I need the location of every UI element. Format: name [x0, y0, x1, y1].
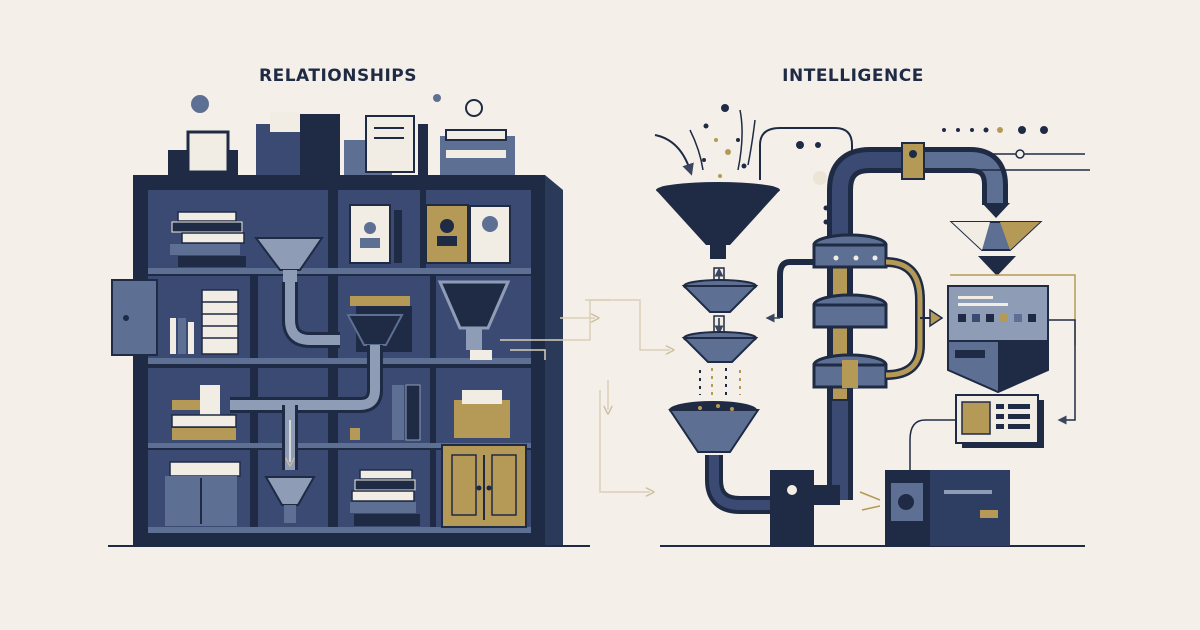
funnel-icon [656, 182, 780, 259]
decorative-dots-left [191, 94, 483, 117]
data-particles [689, 104, 827, 185]
funnel-icon [949, 221, 1043, 276]
funnel-icon [437, 280, 511, 360]
pipe-icon [230, 345, 383, 470]
funnel-icon [681, 279, 759, 313]
data-particles [699, 368, 741, 395]
pipe-icon [705, 455, 814, 546]
machine-icon [859, 470, 1010, 546]
intelligence-label: INTELLIGENCE [782, 66, 924, 86]
document-icon [201, 289, 239, 355]
cabinet [441, 444, 527, 528]
funnel-icon [668, 401, 760, 453]
connector-line [909, 419, 956, 470]
book-stack [170, 211, 246, 267]
connector-line [1048, 319, 1076, 425]
funnel-icon [254, 237, 324, 282]
funnel-icon [264, 476, 316, 523]
input-arrow [654, 134, 694, 176]
data-particles [942, 126, 1090, 171]
profile-card-icon [425, 204, 511, 264]
connector-lines [500, 299, 670, 492]
book-stack [350, 469, 420, 526]
report-card [955, 394, 1044, 448]
dashboard-panel [947, 274, 1076, 394]
data-particles [796, 141, 829, 225]
processing-rings [765, 233, 944, 401]
pipe-icon [282, 282, 340, 348]
storage-box [165, 461, 241, 526]
profile-card-icon [349, 204, 402, 264]
funnel-icon [681, 331, 759, 363]
cabinet-door [111, 279, 158, 356]
top-shelf-items [168, 112, 515, 175]
funnel-icon [346, 314, 404, 346]
pipe-icon [812, 142, 1010, 505]
connector-line [759, 127, 853, 152]
relationships-label: RELATIONSHIPS [259, 66, 417, 86]
bookshelf-icon [111, 112, 563, 545]
document-icon [171, 385, 237, 440]
